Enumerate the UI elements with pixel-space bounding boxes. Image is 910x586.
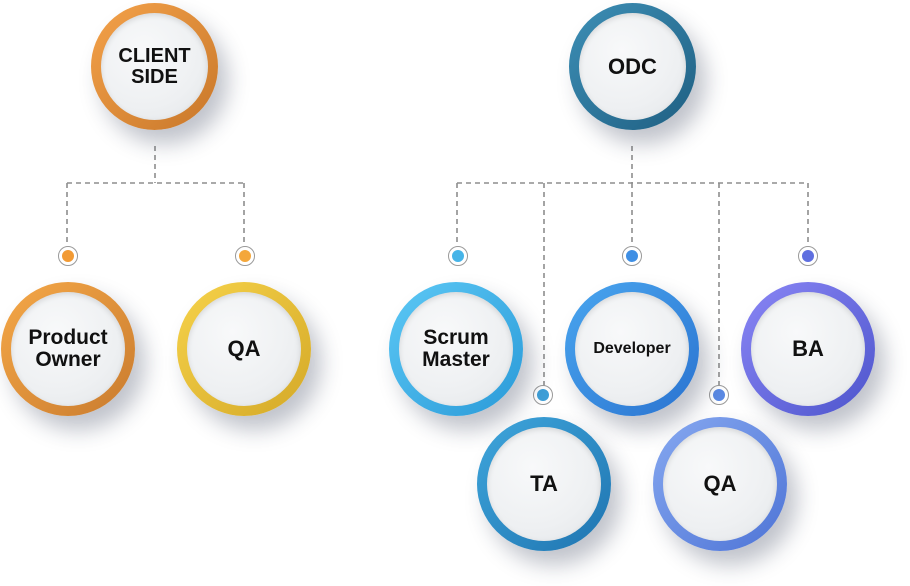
client-side-label: CLIENT SIDE [118, 44, 191, 88]
scrum-master-connector-dot [448, 246, 468, 266]
product-owner-label: Product Owner [28, 325, 108, 371]
developer-label: Developer [593, 339, 671, 357]
odc-label: ODC [608, 53, 657, 79]
client-side-node: CLIENT SIDE [91, 3, 218, 130]
product-owner-node: Product Owner [1, 282, 135, 416]
developer-node: Developer [565, 282, 699, 416]
ba-connector-dot [798, 246, 818, 266]
odc-qa-connector-dot [709, 385, 729, 405]
odc-qa-label: QA [703, 471, 737, 497]
client-qa-label: QA [227, 336, 261, 362]
ba-node: BA [741, 282, 875, 416]
product-owner-connector-dot [58, 246, 78, 266]
odc-connector [456, 146, 809, 386]
dot-fill [626, 250, 638, 262]
client-qa-node: QA [177, 282, 311, 416]
dot-fill [537, 389, 549, 401]
dot-fill [452, 250, 464, 262]
dot-fill [802, 250, 814, 262]
odc-node: ODC [569, 3, 696, 130]
dot-fill [239, 250, 251, 262]
dot-fill [713, 389, 725, 401]
client-connector [66, 146, 245, 246]
ta-label: TA [530, 471, 558, 497]
scrum-master-node: Scrum Master [389, 282, 523, 416]
dot-fill [62, 250, 74, 262]
ba-label: BA [792, 336, 824, 362]
ta-node: TA [477, 417, 611, 551]
ta-connector-dot [533, 385, 553, 405]
client-qa-connector-dot [235, 246, 255, 266]
developer-connector-dot [622, 246, 642, 266]
scrum-master-label: Scrum Master [422, 325, 490, 371]
odc-qa-node: QA [653, 417, 787, 551]
